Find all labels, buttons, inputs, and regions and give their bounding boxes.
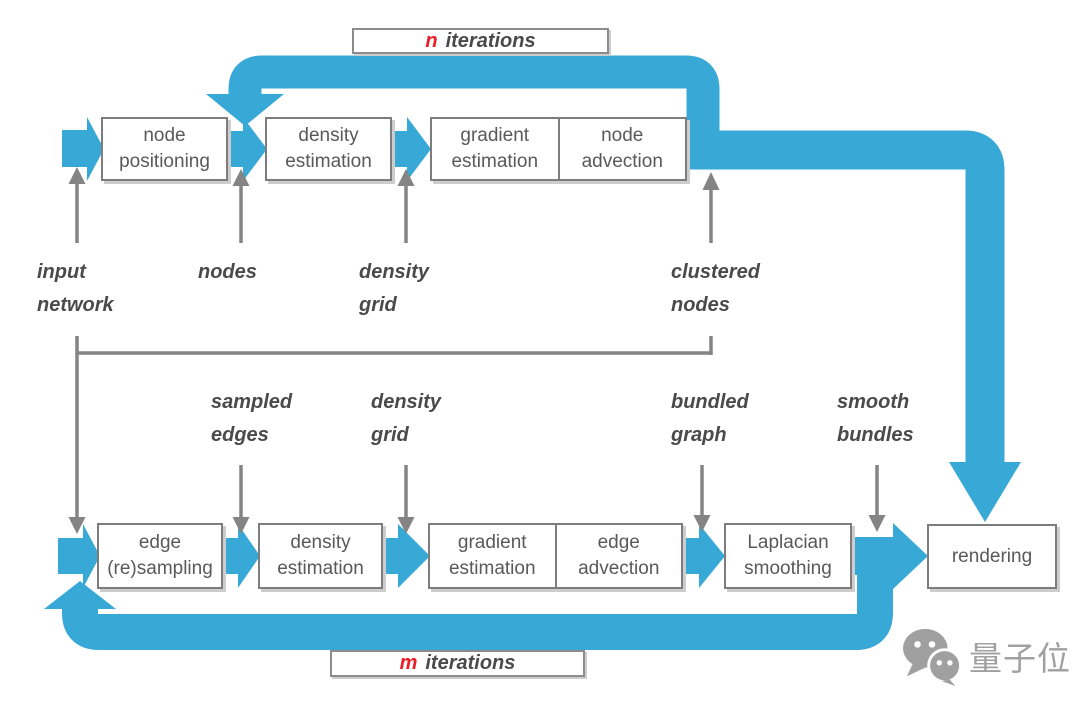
process-box-density-estimation-bottom: density estimation [258, 523, 383, 589]
input-arrow-bottom-icon [58, 524, 100, 588]
m-iterations-letter: m [399, 652, 418, 674]
connector-bundled-down-arrowhead-icon [693, 515, 711, 532]
connector-nodes-up-arrowhead-icon [232, 169, 250, 186]
process-box-gradient-estimation-top: gradient estimation [432, 119, 558, 179]
data-box-input-network: input network [22, 243, 137, 336]
process-label-line: estimation [448, 558, 536, 579]
wechat-icon [903, 628, 963, 686]
arrow-density-gradient-bottom-icon [383, 524, 430, 588]
top-output-arrowhead-icon [949, 462, 1021, 522]
m-loop-arrowhead-icon [44, 581, 116, 609]
data-box-sampled-edges: sampled edges [196, 373, 308, 465]
arrow-density-gradient-top-icon [392, 117, 431, 181]
process-box-node-positioning: node positioning [101, 117, 228, 181]
arrow-nodepos-density-icon [228, 117, 267, 181]
process-label-line: density [298, 125, 359, 146]
process-box-edge-resampling: edge (re)sampling [97, 523, 223, 589]
process-label-line: positioning [119, 151, 210, 172]
process-label-line: advection [578, 558, 660, 579]
wechat-small-bubble [927, 648, 963, 684]
wechat-eye [936, 660, 942, 666]
wechat-eye [947, 660, 953, 666]
data-label-line: grid [371, 424, 409, 446]
data-label-line: bundles [837, 424, 914, 446]
connector-densitygrid-top-up-arrowhead-icon [397, 169, 415, 186]
arrow-laplacian-rendering-icon [852, 523, 928, 589]
connector-sampled-down-arrowhead-icon [232, 517, 250, 534]
data-box-smooth-bundles: smooth bundles [822, 373, 934, 465]
process-box-edge-advection: edge advection [554, 525, 682, 587]
connector-densitygrid-bottom-down-arrowhead-icon [397, 517, 415, 534]
wechat-small-bubble-tail [941, 679, 956, 686]
connector-clustered-up-arrowhead-icon [702, 172, 720, 190]
process-label-line: smoothing [744, 558, 832, 579]
data-label-line: smooth [837, 391, 910, 413]
data-label-line: graph [671, 424, 727, 446]
wechat-big-bubble-tail [906, 663, 926, 677]
watermark: 量子位 [901, 620, 1073, 692]
process-label-line: node [601, 125, 644, 146]
process-label-line: estimation [277, 558, 364, 579]
process-label-line: Laplacian [747, 532, 829, 553]
data-label-line: edges [211, 424, 269, 446]
input-arrow-top-icon [62, 117, 104, 181]
data-box-bundled-graph: bundled graph [656, 373, 768, 465]
process-label-line: advection [581, 151, 663, 172]
process-label-line: (re)sampling [107, 558, 213, 579]
wechat-eye [914, 641, 921, 648]
wechat-eye [928, 641, 936, 648]
process-label-line: edge [138, 532, 182, 553]
data-label-line: density [359, 261, 430, 283]
data-label-line: nodes [671, 294, 730, 316]
connector-smooth-down-arrowhead-icon [868, 515, 886, 532]
process-label-line: rendering [951, 545, 1033, 567]
n-loop-arrowhead-icon [206, 94, 284, 126]
connector-input-up-arrowhead-icon [68, 167, 86, 184]
process-label-line: node [143, 125, 186, 146]
data-label-line: bundled [671, 391, 749, 413]
process-box-rendering: rendering [927, 524, 1057, 589]
n-iterations-word: iterations [445, 29, 536, 52]
m-iterations-word: iterations [425, 652, 516, 674]
n-loop-band [228, 55, 720, 152]
process-box-laplacian-smoothing: Laplacian smoothing [724, 523, 852, 589]
data-box-density-grid-bottom: density grid [356, 373, 468, 465]
data-box-density-grid-top: density grid [344, 243, 456, 335]
data-label-line: sampled [211, 391, 293, 413]
n-iterations-letter: n [425, 29, 438, 52]
process-box-density-estimation-top: density estimation [265, 117, 392, 181]
process-label-line: estimation [285, 151, 372, 172]
process-box-gradient-edge-advection: gradient estimation edge advection [428, 523, 683, 589]
process-label-line: gradient [460, 125, 530, 146]
data-label-line: network [37, 294, 114, 316]
process-label-line: estimation [451, 151, 539, 172]
m-iterations-label: m iterations [330, 650, 585, 677]
data-label-line: input [37, 261, 86, 283]
data-label-line: nodes [198, 261, 257, 283]
process-label-line: edge [597, 532, 640, 553]
data-label-line: density [371, 391, 442, 413]
m-loop-band [62, 556, 893, 650]
process-label-line: gradient [457, 532, 527, 553]
top-output-band [685, 130, 1005, 466]
watermark-brand-text: 量子位 [969, 640, 1071, 677]
process-box-gradient-node-advection: gradient estimation node advection [430, 117, 687, 181]
data-box-clustered-nodes: clustered nodes [656, 243, 768, 335]
data-box-nodes: nodes [183, 243, 297, 336]
data-label-line: grid [359, 294, 397, 316]
arrow-advection-laplacian-icon [683, 524, 725, 588]
data-label-line: clustered [671, 261, 760, 283]
arrow-resampling-density-icon [223, 524, 260, 588]
process-box-node-advection: node advection [557, 119, 686, 179]
n-iterations-label: n iterations [352, 28, 609, 54]
process-box-gradient-estimation-bottom: gradient estimation [430, 525, 555, 587]
process-label-line: density [290, 532, 351, 553]
connector-input-down-arrowhead-icon [68, 517, 86, 534]
